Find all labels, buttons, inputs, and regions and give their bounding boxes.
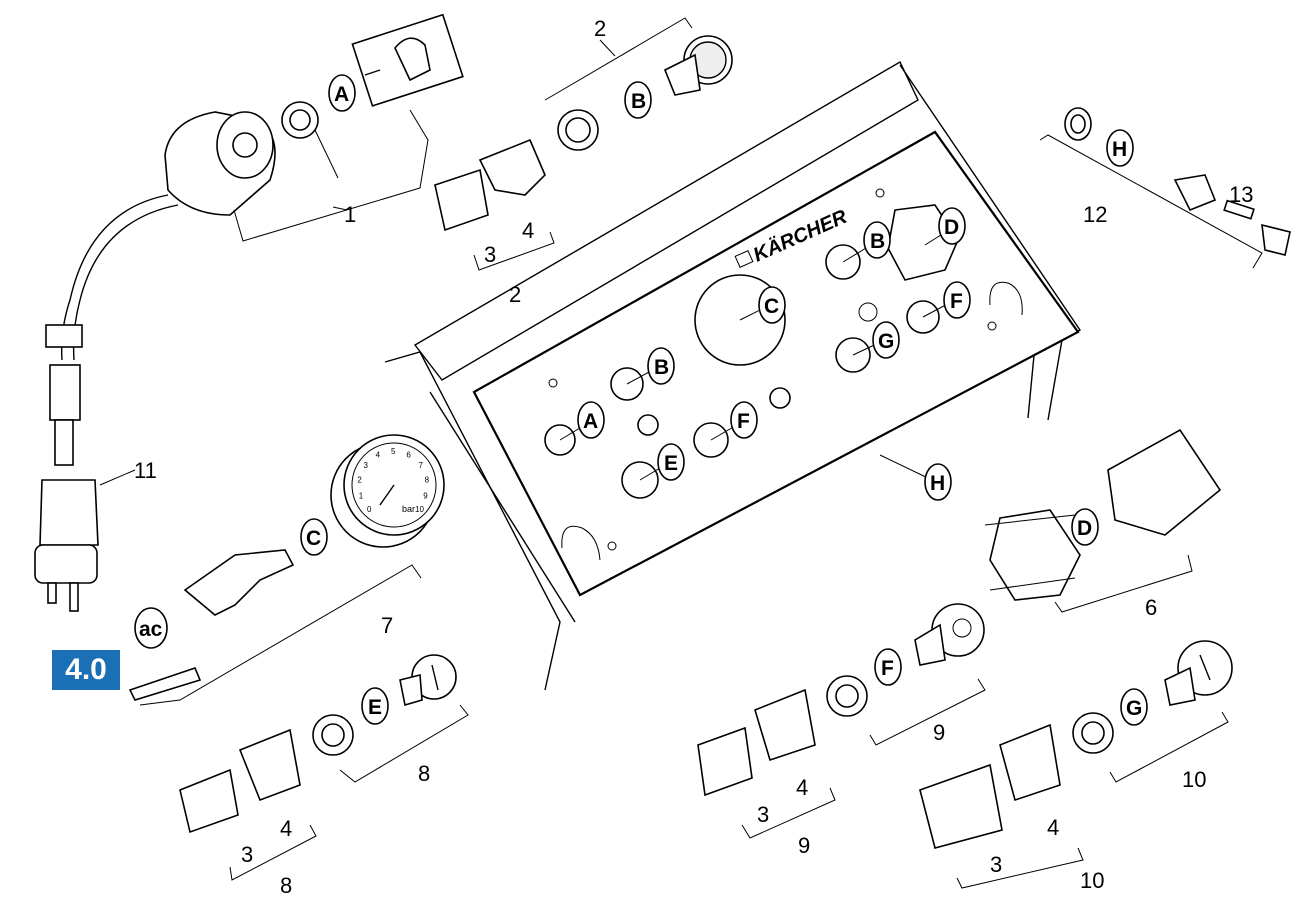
svg-text:D: D xyxy=(944,216,959,239)
callout-B-panel: B xyxy=(863,221,891,259)
svg-text:A: A xyxy=(583,410,598,433)
number-4-9: 4 xyxy=(796,775,808,800)
svg-text:F: F xyxy=(881,657,894,680)
gauge-tick-label: 1 xyxy=(359,492,364,501)
callout-E-panel: E xyxy=(657,443,685,481)
callouts: A B H B D C F G B A F E H C D ac E F G xyxy=(134,74,1148,726)
number-12: 12 xyxy=(1083,202,1107,227)
number-2-top: 2 xyxy=(594,16,606,41)
number-9-upper: 9 xyxy=(933,720,945,745)
control-panel: KÄRCHER xyxy=(384,61,1082,691)
gauge-unit: bar xyxy=(402,504,415,514)
number-4: 4 xyxy=(522,218,534,243)
gauge-tick-label: 9 xyxy=(423,492,428,501)
svg-text:G: G xyxy=(878,330,894,353)
callout-C-panel: C xyxy=(758,286,786,324)
number-13: 13 xyxy=(1229,182,1253,207)
number-3-9: 3 xyxy=(757,802,769,827)
svg-text:E: E xyxy=(368,696,382,719)
number-4-8: 4 xyxy=(280,816,292,841)
number-11: 11 xyxy=(134,458,157,483)
number-4-10: 4 xyxy=(1047,815,1059,840)
svg-text:C: C xyxy=(306,527,321,550)
gauge-tick-label: 10 xyxy=(415,505,424,514)
svg-text:A: A xyxy=(334,83,349,106)
gauge-tick-label: 2 xyxy=(357,476,362,485)
fuse-holder xyxy=(1039,107,1291,269)
button-assembly-8 xyxy=(179,654,469,881)
part-numbers: 1 2 2 3 4 6 7 8 8 3 4 9 9 3 4 10 10 3 4 … xyxy=(134,16,1253,898)
callout-B-top: B xyxy=(624,81,652,119)
hex-bezel-6 xyxy=(984,428,1222,613)
svg-text:ac: ac xyxy=(139,618,163,641)
gauge-tick-label: 6 xyxy=(406,451,411,460)
number-3-10: 3 xyxy=(990,852,1002,877)
svg-text:H: H xyxy=(930,472,945,495)
gauge-tick-label: 5 xyxy=(391,447,396,456)
number-10-upper: 10 xyxy=(1182,767,1206,792)
callout-A-top: A xyxy=(328,74,356,112)
number-6: 6 xyxy=(1145,595,1157,620)
number-1: 1 xyxy=(344,202,356,227)
svg-text:B: B xyxy=(654,356,669,379)
number-3-8: 3 xyxy=(241,842,253,867)
gauge-tick-label: 4 xyxy=(376,451,381,460)
number-8-upper: 8 xyxy=(418,761,430,786)
svg-text:G: G xyxy=(1126,697,1142,720)
number-3: 3 xyxy=(484,242,496,267)
svg-text:E: E xyxy=(664,452,678,475)
number-9-lower: 9 xyxy=(798,833,810,858)
svg-text:B: B xyxy=(870,230,885,253)
svg-text:D: D xyxy=(1077,517,1092,540)
button-assembly-10 xyxy=(919,640,1233,889)
callout-A-panel: A xyxy=(577,401,605,439)
callout-G-panel: G xyxy=(872,321,900,359)
callout-F-panel-left: F xyxy=(730,401,758,439)
svg-text:B: B xyxy=(631,90,646,113)
callout-D-panel: D xyxy=(938,207,966,245)
number-8-lower: 8 xyxy=(280,873,292,898)
svg-text:F: F xyxy=(950,290,963,313)
svg-text:H: H xyxy=(1112,138,1127,161)
gauge-tick-label: 8 xyxy=(425,476,430,485)
svg-text:F: F xyxy=(737,410,750,433)
lamp-assembly xyxy=(34,13,464,612)
pressure-gauge: bar xyxy=(128,434,445,706)
callout-H-panel: H xyxy=(924,463,952,501)
callout-B-panel-left: B xyxy=(647,347,675,385)
callout-G-bottom: G xyxy=(1120,688,1148,726)
gauge-tick-label: 7 xyxy=(419,461,424,470)
svg-text:C: C xyxy=(764,295,779,318)
callout-H-top: H xyxy=(1106,129,1134,167)
version-badge: 4.0 xyxy=(52,650,120,690)
number-2-lower: 2 xyxy=(509,282,521,307)
button-assembly-9 xyxy=(697,603,986,839)
callout-F-panel-right: F xyxy=(943,281,971,319)
callout-D-right: D xyxy=(1071,508,1099,546)
gauge-tick-label: 3 xyxy=(364,461,369,470)
callout-C-gauge: C xyxy=(300,518,328,556)
callout-F-bottom: F xyxy=(874,648,902,686)
gauge-tick-label: 0 xyxy=(367,505,372,514)
button-assembly-2 xyxy=(434,17,733,271)
callout-E-bottom: E xyxy=(361,687,389,725)
number-10-lower: 10 xyxy=(1080,868,1104,893)
number-7: 7 xyxy=(381,613,393,638)
callout-ac: ac xyxy=(134,607,168,649)
